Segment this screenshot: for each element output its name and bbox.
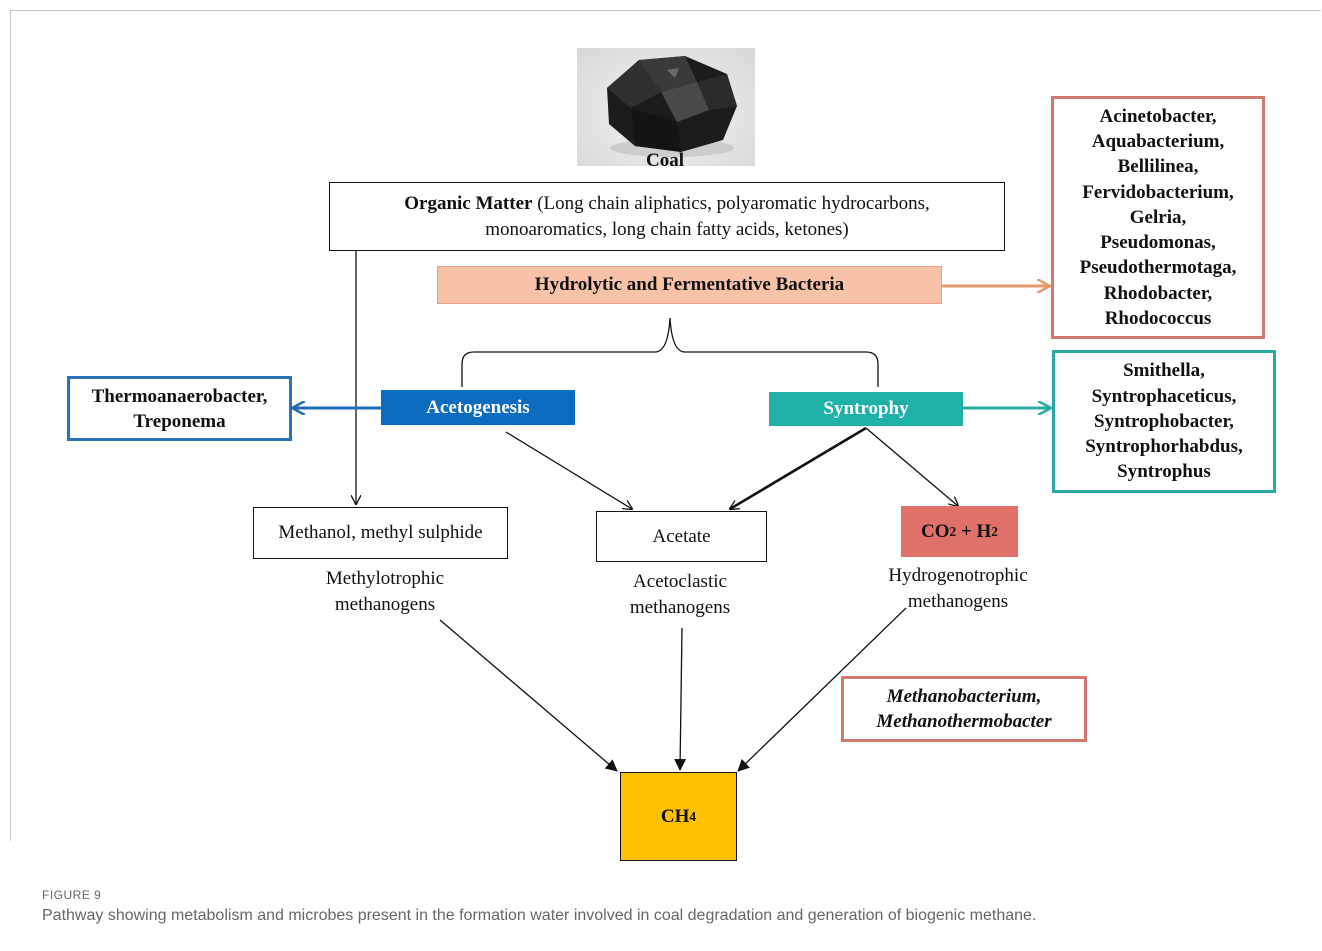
hydrogenotrophic-label: Hydrogenotrophic methanogens bbox=[858, 563, 1058, 615]
genus-item: Bellilinea, bbox=[1117, 156, 1199, 178]
arrow-syntrophy-to-co2 bbox=[865, 427, 958, 506]
arrow-acetogenesis-to-acetate bbox=[505, 431, 632, 509]
organic-matter-box: Organic Matter (Long chain aliphatics, p… bbox=[329, 182, 1005, 251]
genus-item: Rhodococcus bbox=[1104, 308, 1212, 330]
figure-label: FIGURE 9 bbox=[42, 888, 102, 902]
acetogenesis-genera-box: Thermoanaerobacter, Treponema bbox=[67, 376, 292, 441]
genus-item: Acinetobacter, bbox=[1099, 105, 1217, 127]
co2-label: CO bbox=[921, 520, 950, 542]
brace bbox=[461, 317, 879, 387]
methanol-box: Methanol, methyl sulphide bbox=[253, 507, 508, 559]
genus-item: Syntrophaceticus, bbox=[1091, 385, 1237, 407]
methanogen-genera-box: Methanobacterium, Methanothermobacter bbox=[841, 676, 1087, 742]
syntrophy-genera-box: Smithella, Syntrophaceticus, Syntrophoba… bbox=[1052, 350, 1276, 493]
figure-frame bbox=[10, 10, 1321, 841]
acetoclastic-line1: Acetoclastic bbox=[633, 571, 727, 592]
genus-item: Treponema bbox=[133, 410, 226, 432]
figure-caption: Pathway showing metabolism and microbes … bbox=[42, 907, 1037, 924]
genus-item: Pseudomonas, bbox=[1100, 232, 1216, 254]
methylotrophic-line2: methanogens bbox=[334, 594, 436, 615]
ch4-label: CH bbox=[660, 805, 690, 827]
hydrolytic-genera-box: Acinetobacter, Aquabacterium, Bellilinea… bbox=[1051, 96, 1265, 339]
genus-item: Aquabacterium, bbox=[1091, 130, 1225, 152]
arrow-syntrophy-to-acetate bbox=[730, 426, 867, 509]
genus-item: Pseudothermotaga, bbox=[1079, 257, 1237, 279]
organic-matter-line1: Organic Matter (Long chain aliphatics, p… bbox=[404, 191, 930, 217]
genus-item: Thermoanaerobacter, bbox=[91, 385, 268, 407]
genus-item: Syntrophobacter, bbox=[1094, 410, 1234, 432]
coal-lump-icon bbox=[607, 56, 737, 157]
acetoclastic-label: Acetoclastic methanogens bbox=[585, 569, 775, 621]
hydrogenotrophic-line1: Hydrogenotrophic bbox=[888, 565, 1028, 586]
acetate-box: Acetate bbox=[596, 511, 767, 562]
h2-label: + H bbox=[956, 520, 992, 542]
coal-label: Coal bbox=[646, 150, 684, 171]
arrow-acetoclastic-to-ch4 bbox=[674, 627, 687, 771]
acetoclastic-line2: methanogens bbox=[629, 597, 731, 618]
syntrophy-box: Syntrophy bbox=[769, 392, 963, 426]
genus-item: Syntrophus bbox=[1117, 461, 1211, 483]
hydrogenotrophic-line2: methanogens bbox=[907, 591, 1009, 612]
genus-item: Methanobacterium, bbox=[886, 686, 1042, 707]
organic-matter-line2: monoaromatics, long chain fatty acids, k… bbox=[485, 218, 849, 240]
organic-matter-desc: (Long chain aliphatics, polyaromatic hyd… bbox=[532, 192, 930, 214]
arrow-hydrogenotrophic-to-ch4 bbox=[737, 607, 907, 772]
coal-image bbox=[577, 48, 755, 166]
methylotrophic-label: Methylotrophic methanogens bbox=[290, 566, 480, 618]
genus-item: Methanothermobacter bbox=[876, 711, 1052, 732]
genus-item: Smithella, bbox=[1123, 360, 1205, 382]
genus-item: Fervidobacterium, bbox=[1082, 181, 1234, 203]
acetogenesis-box: Acetogenesis bbox=[381, 390, 575, 425]
arrow-methylotrophic-to-ch4 bbox=[439, 619, 618, 772]
genus-item: Gelria, bbox=[1129, 206, 1187, 228]
genus-item: Rhodobacter, bbox=[1103, 282, 1213, 304]
organic-matter-title: Organic Matter bbox=[404, 192, 533, 214]
genus-item: Syntrophorhabdus, bbox=[1085, 436, 1243, 458]
methylotrophic-line1: Methylotrophic bbox=[325, 568, 445, 589]
hydrolytic-box: Hydrolytic and Fermentative Bacteria bbox=[437, 266, 942, 304]
